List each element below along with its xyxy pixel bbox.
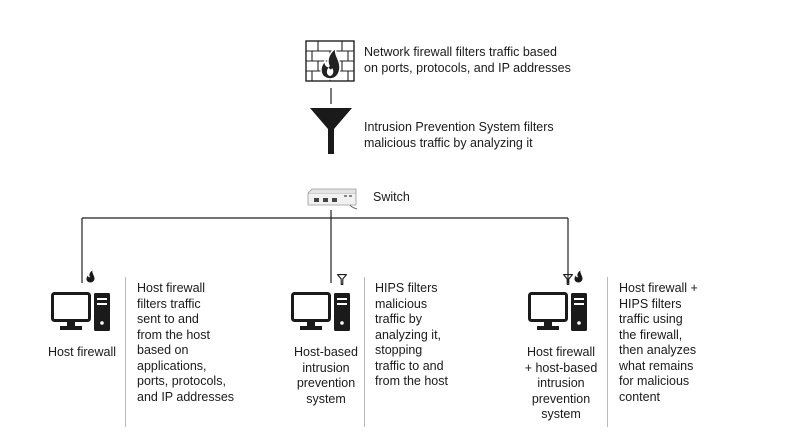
funnel-icon	[563, 272, 573, 285]
network-firewall-description: Network firewall filters traffic based o…	[364, 45, 571, 75]
divider	[607, 277, 608, 427]
host-label: Host firewall	[47, 345, 117, 359]
ips-funnel-icon	[309, 107, 353, 155]
flame-icon	[573, 270, 583, 283]
host-description: Host firewall filters traffic sent to an…	[137, 281, 235, 404]
divider	[125, 277, 126, 427]
computer-icon	[528, 292, 590, 332]
funnel-icon	[337, 272, 347, 285]
host-description: HIPS filters malicious traffic by analyz…	[375, 281, 448, 388]
ips-description: Intrusion Prevention System filters mali…	[364, 120, 554, 150]
divider	[364, 277, 365, 427]
host-label: Host firewall + host-based intrusion pre…	[524, 345, 598, 421]
network-switch-icon	[306, 187, 358, 211]
switch-label: Switch	[373, 190, 410, 204]
network-firewall-icon	[305, 40, 355, 82]
flame-icon	[85, 270, 95, 283]
host-description: Host firewall + HIPS filters traffic usi…	[619, 281, 698, 404]
host-label: Host-based intrusion prevention system	[294, 345, 358, 406]
computer-icon	[291, 292, 353, 332]
computer-icon	[51, 292, 113, 332]
